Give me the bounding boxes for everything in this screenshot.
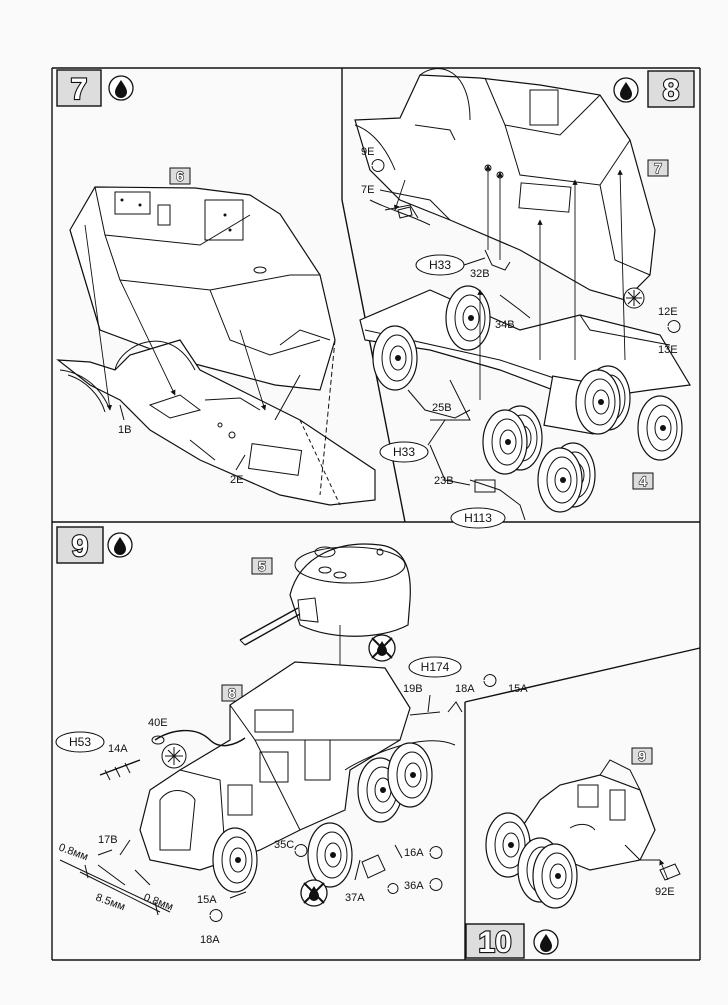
callout-h33-bottom: H33 bbox=[393, 445, 415, 459]
part-label-1b: 1B bbox=[118, 424, 131, 436]
wheel-drawing bbox=[482, 409, 528, 475]
part-label-16a: 16A bbox=[404, 847, 424, 859]
wheel-drawing bbox=[637, 395, 683, 461]
step-9-ref-8: 8 bbox=[228, 685, 236, 701]
dimension-label-0-8mm: 0.8мм bbox=[57, 842, 90, 864]
step-7-number: 7 bbox=[71, 73, 88, 106]
lower-hull-drawing bbox=[56, 339, 376, 506]
step-8-ref-4: 4 bbox=[639, 473, 647, 489]
part-label-7e: 7E bbox=[361, 184, 374, 196]
step-10-badge: 10 bbox=[465, 923, 559, 960]
step-9-badge: 9 bbox=[56, 526, 133, 564]
part-label-25b: 25B bbox=[432, 402, 452, 414]
step-9-ref-5: 5 bbox=[258, 558, 266, 574]
page-frame bbox=[51, 67, 701, 961]
part-label-37a: 37A bbox=[345, 892, 365, 904]
callout-h33-top: H33 bbox=[429, 258, 451, 272]
wheel-drawing bbox=[532, 843, 578, 909]
callout-h53: H53 bbox=[69, 735, 91, 749]
step-10-number: 10 bbox=[478, 926, 511, 959]
callout-h113: H113 bbox=[464, 511, 492, 525]
wheel-drawing bbox=[445, 285, 491, 351]
part-label-2e: 2E bbox=[230, 474, 243, 486]
part-label-18a: 18A bbox=[455, 683, 475, 695]
part-label-12e: 12E bbox=[658, 306, 678, 318]
wheel-drawing bbox=[575, 369, 621, 435]
dimension-label-8-5mm: 8.5мм bbox=[94, 892, 127, 914]
glue-drop-icon bbox=[613, 77, 639, 103]
part-label-36a: 36A bbox=[404, 880, 424, 892]
wheel-drawing bbox=[212, 827, 258, 893]
color-callout-h113: H113 bbox=[450, 507, 506, 529]
do-not-glue-icon bbox=[300, 879, 328, 907]
step-10: 9 92E 10 bbox=[465, 747, 681, 960]
part-label-19b: 19B bbox=[403, 683, 423, 695]
small-parts-8 bbox=[371, 159, 681, 521]
step-8-number: 8 bbox=[663, 74, 680, 107]
color-callout-h53: H53 bbox=[55, 731, 105, 753]
step-7: 7 6 bbox=[56, 69, 376, 506]
glue-drop-icon bbox=[107, 532, 133, 558]
do-not-glue-icon bbox=[368, 634, 396, 662]
part-label-32b: 32B bbox=[470, 268, 490, 280]
part-label-14a: 14A bbox=[108, 743, 128, 755]
step-9: 9 5 8 bbox=[55, 526, 528, 946]
part-label-18a-b: 18A bbox=[200, 934, 220, 946]
part-label-34b: 34B bbox=[495, 319, 515, 331]
dimension-label-0-8mm-b: 0.8мм bbox=[142, 892, 175, 914]
ornament-icon bbox=[161, 743, 187, 769]
upper-hull-drawing bbox=[69, 186, 336, 391]
part-label-92e: 92E bbox=[655, 886, 675, 898]
ornament-icon bbox=[623, 287, 645, 309]
part-label-9e: 9E bbox=[361, 146, 374, 158]
wheel-drawing bbox=[372, 325, 418, 391]
step-9-number: 9 bbox=[72, 530, 89, 563]
wheel-drawing bbox=[537, 447, 583, 513]
color-callout-h33: H33 bbox=[415, 254, 486, 276]
color-callout-h33: H33 bbox=[379, 419, 446, 463]
wheel-drawing bbox=[387, 742, 433, 808]
wheel-drawing bbox=[307, 822, 353, 888]
glue-drop-icon bbox=[533, 929, 559, 955]
step-10-ref-9: 9 bbox=[638, 748, 646, 764]
step-7-ref-6: 6 bbox=[176, 168, 184, 184]
vehicle-body-drawing bbox=[139, 661, 456, 871]
hull-assembly-drawing bbox=[354, 68, 656, 301]
step-8: 8 7 bbox=[354, 68, 695, 529]
turret-drawing bbox=[239, 543, 411, 646]
part-label-40e: 40E bbox=[148, 717, 168, 729]
glue-drop-icon bbox=[108, 75, 134, 101]
part-label-17b: 17B bbox=[98, 834, 118, 846]
part-label-13e: 13E bbox=[658, 344, 678, 356]
step-8-ref-7: 7 bbox=[654, 160, 662, 176]
small-parts-9 bbox=[97, 674, 497, 922]
part-label-35c: 35C bbox=[274, 839, 294, 851]
part-label-15a: 15A bbox=[508, 683, 528, 695]
part-label-23b: 23B bbox=[434, 475, 454, 487]
callout-h174: H174 bbox=[421, 660, 450, 674]
color-callout-h174: H174 bbox=[408, 656, 462, 678]
dimension-lines bbox=[59, 859, 171, 916]
part-label-15a-b: 15A bbox=[197, 894, 217, 906]
step-7-badge: 7 bbox=[56, 69, 134, 107]
step-8-badge: 8 bbox=[613, 70, 695, 108]
